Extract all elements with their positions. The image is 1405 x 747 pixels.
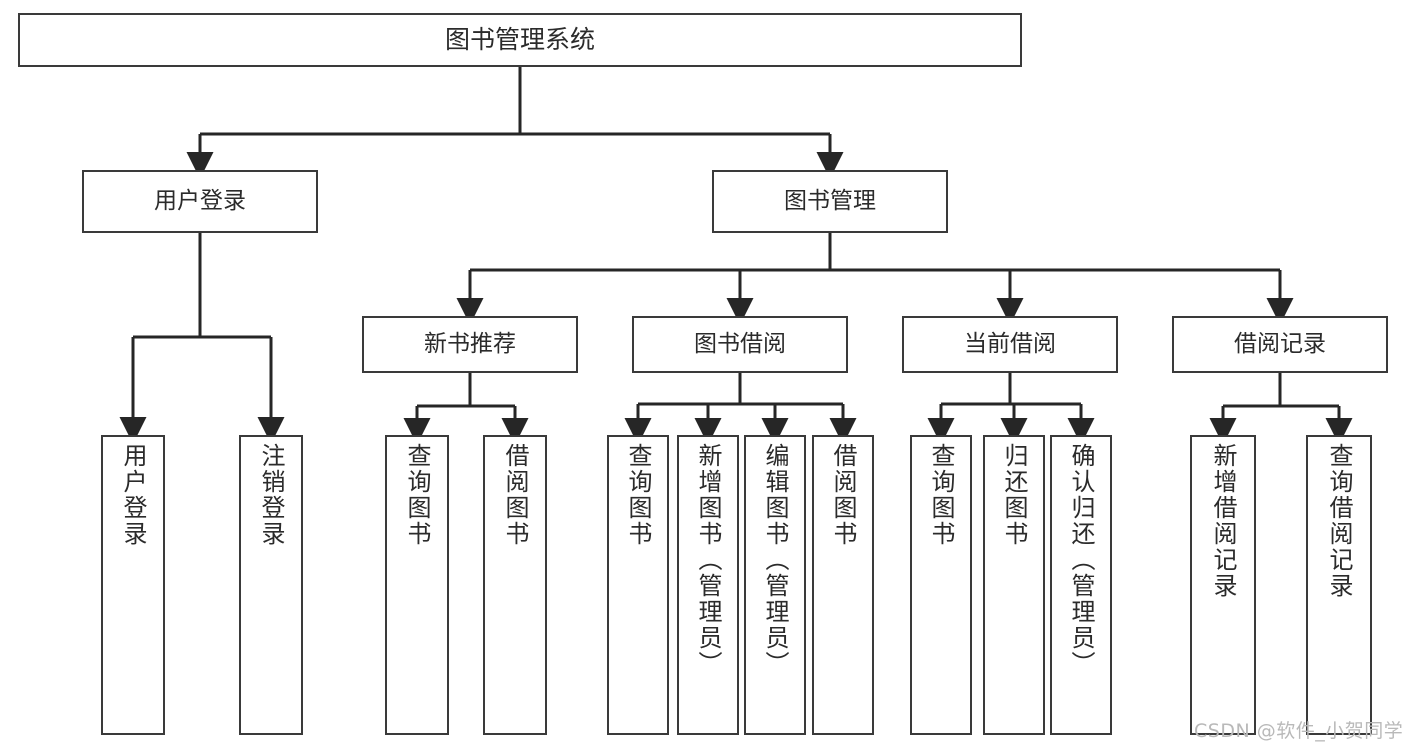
leaf-query-book-recommend[interactable]: 查询图书 [385, 435, 449, 735]
leaf-query-borrow-record[interactable]: 查询借阅记录 [1306, 435, 1372, 735]
leaf-confirm-return-admin[interactable]: 确认归还（管理员） [1050, 435, 1112, 735]
node-label: 查询图书 [927, 443, 955, 547]
node-new-book-recommend[interactable]: 新书推荐 [362, 316, 578, 373]
leaf-return-book[interactable]: 归还图书 [983, 435, 1045, 735]
node-borrow-record[interactable]: 借阅记录 [1172, 316, 1388, 373]
leaf-add-book-admin[interactable]: 新增图书（管理员） [677, 435, 739, 735]
leaf-query-book-borrow[interactable]: 查询图书 [607, 435, 669, 735]
leaf-edit-book-admin[interactable]: 编辑图书（管理员） [744, 435, 806, 735]
node-label: 当前借阅 [964, 330, 1056, 357]
node-label: 确认归还（管理员） [1067, 443, 1095, 677]
node-book-borrow[interactable]: 图书借阅 [632, 316, 848, 373]
node-current-borrow[interactable]: 当前借阅 [902, 316, 1118, 373]
node-label: 新增借阅记录 [1209, 443, 1237, 599]
node-root-system[interactable]: 图书管理系统 [18, 13, 1022, 67]
leaf-borrow-book[interactable]: 借阅图书 [812, 435, 874, 735]
leaf-user-login[interactable]: 用户登录 [101, 435, 165, 735]
leaf-query-book-current[interactable]: 查询图书 [910, 435, 972, 735]
node-label: 新书推荐 [424, 330, 516, 357]
node-label: 用户登录 [154, 187, 246, 214]
node-label: 归还图书 [1000, 443, 1028, 547]
node-label: 查询借阅记录 [1325, 443, 1353, 599]
csdn-watermark: CSDN @软件_小贺同学 [1194, 720, 1404, 742]
node-label: 图书借阅 [694, 330, 786, 357]
node-label: 借阅图书 [501, 443, 529, 547]
node-label: 图书管理 [784, 187, 876, 214]
node-label: 借阅图书 [829, 443, 857, 547]
leaf-add-borrow-record[interactable]: 新增借阅记录 [1190, 435, 1256, 735]
node-label: 查询图书 [403, 443, 431, 547]
node-label: 借阅记录 [1234, 330, 1326, 357]
node-user-login[interactable]: 用户登录 [82, 170, 318, 233]
leaf-borrow-book-recommend[interactable]: 借阅图书 [483, 435, 547, 735]
node-label: 图书管理系统 [444, 25, 595, 55]
node-label: 编辑图书（管理员） [761, 443, 789, 677]
node-book-management[interactable]: 图书管理 [712, 170, 948, 233]
node-label: 新增图书（管理员） [694, 443, 722, 677]
node-label: 用户登录 [119, 443, 147, 547]
leaf-logout[interactable]: 注销登录 [239, 435, 303, 735]
node-label: 注销登录 [257, 443, 285, 547]
node-label: 查询图书 [624, 443, 652, 547]
